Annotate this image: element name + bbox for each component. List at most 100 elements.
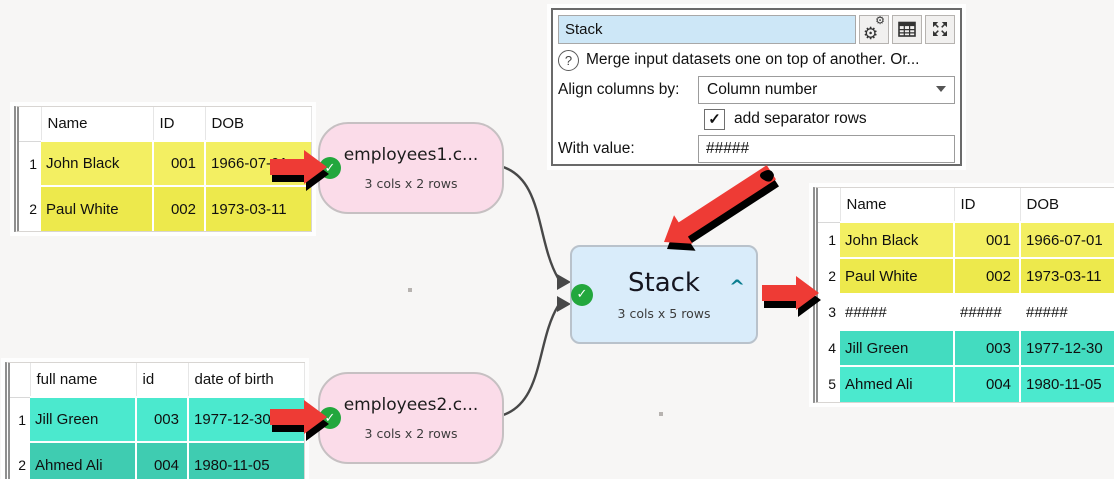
table-row: 2 Paul White 002 1973-03-11 <box>818 257 1114 294</box>
connector-employees1-stack <box>499 164 560 279</box>
dropdown-arrow-icon <box>936 85 946 92</box>
gutter-header <box>10 363 31 398</box>
settings-button[interactable]: ⚙⚙ <box>859 14 889 44</box>
cell[interactable]: 1980-11-05 <box>1020 365 1114 402</box>
check-glyph: ✓ <box>324 410 336 426</box>
red-arrow-output <box>762 276 819 310</box>
column-header[interactable]: DOB <box>1020 188 1114 223</box>
table-row: 2 Paul White 002 1973-03-11 <box>19 185 311 231</box>
cell[interactable]: 002 <box>954 257 1021 294</box>
cell[interactable]: John Black <box>41 140 154 186</box>
row-number[interactable]: 1 <box>10 397 30 442</box>
row-number[interactable]: 2 <box>818 258 840 294</box>
check-glyph: ✓ <box>576 287 588 302</box>
connector-arrowhead-icon <box>557 274 571 290</box>
cell[interactable]: 1973-03-11 <box>205 185 311 231</box>
connector-arrowhead-icon <box>557 296 571 312</box>
gutter-header <box>818 188 841 223</box>
cell[interactable]: 1980-11-05 <box>188 441 304 479</box>
status-ok-icon: ✓ <box>319 407 341 429</box>
red-arrow-panel <box>664 165 776 244</box>
cell[interactable]: 004 <box>136 441 189 479</box>
cell[interactable]: Ahmed Ali <box>840 365 955 402</box>
node-size: 3 cols x 2 rows <box>364 426 458 441</box>
with-value-label: With value: <box>558 139 635 157</box>
stack-settings-panel: ⚙⚙ <box>551 8 962 166</box>
cell[interactable]: John Black <box>840 221 955 258</box>
row-number[interactable]: 4 <box>818 330 840 366</box>
column-header[interactable]: DOB <box>205 107 312 142</box>
node-employees1[interactable]: ✓ employees1.c... 3 cols x 2 rows <box>318 122 504 214</box>
row-number[interactable]: 1 <box>818 222 840 258</box>
cell[interactable]: 1966-07-01 <box>1020 221 1114 258</box>
cell[interactable]: ##### <box>840 293 955 330</box>
node-label: employees2.c... <box>343 395 479 415</box>
column-header[interactable]: ID <box>153 107 206 142</box>
cell[interactable]: Jill Green <box>840 329 955 366</box>
canvas-grid-dot <box>408 288 412 292</box>
cell[interactable]: 002 <box>153 185 206 231</box>
node-stack[interactable]: ✓ Stack 3 cols x 5 rows ^ <box>570 245 758 344</box>
column-header[interactable]: date of birth <box>188 363 305 398</box>
cell[interactable]: ##### <box>954 293 1021 330</box>
row-number[interactable]: 1 <box>19 141 41 186</box>
node-size: 3 cols x 2 rows <box>364 176 458 191</box>
cell[interactable]: 001 <box>153 140 206 186</box>
transform-description: Merge input datasets one on top of anoth… <box>586 51 920 68</box>
column-header[interactable]: Name <box>41 107 154 142</box>
node-label: employees1.c... <box>343 145 479 165</box>
row-number[interactable]: 2 <box>19 186 41 231</box>
cell[interactable]: 1977-12-30 <box>188 396 304 442</box>
table-input2: full name id date of birth 1 Jill Green … <box>5 362 305 479</box>
cell[interactable]: 004 <box>954 365 1021 402</box>
cell[interactable]: 1973-03-11 <box>1020 257 1114 294</box>
table-input1: Name ID DOB 1 John Black 001 1966-07-01 … <box>14 106 312 232</box>
table-row: 1 John Black 001 1966-07-01 <box>19 140 311 186</box>
table-row-separator: 3 ##### ##### ##### <box>818 293 1114 330</box>
cell[interactable]: 1977-12-30 <box>1020 329 1114 366</box>
table-row: 5 Ahmed Ali 004 1980-11-05 <box>818 365 1114 402</box>
cell[interactable]: 1966-07-01 <box>205 140 311 186</box>
expand-button[interactable] <box>925 14 955 44</box>
check-glyph: ✓ <box>708 111 721 128</box>
add-separator-rows-checkbox[interactable]: ✓ <box>704 108 725 130</box>
node-employees2[interactable]: ✓ employees2.c... 3 cols x 2 rows <box>318 372 504 464</box>
column-header[interactable]: Name <box>840 188 955 223</box>
cell[interactable]: 003 <box>954 329 1021 366</box>
node-name-input[interactable] <box>558 14 856 44</box>
table-header-row: Name ID DOB <box>818 188 1114 223</box>
table-icon <box>898 21 916 37</box>
node-size: 3 cols x 5 rows <box>617 306 711 321</box>
column-header[interactable]: ID <box>954 188 1021 223</box>
align-columns-select[interactable]: Column number <box>698 75 955 104</box>
cell[interactable]: 003 <box>136 396 189 442</box>
row-number[interactable]: 2 <box>10 442 30 479</box>
cell[interactable]: Paul White <box>41 185 154 231</box>
align-columns-value: Column number <box>707 80 818 98</box>
cell[interactable]: 001 <box>954 221 1021 258</box>
column-header[interactable]: full name <box>30 363 137 398</box>
table-header-row: full name id date of birth <box>10 363 305 398</box>
connector-employees2-stack <box>499 305 560 418</box>
cell[interactable]: ##### <box>1020 293 1114 330</box>
help-icon[interactable]: ? <box>558 49 579 71</box>
expand-icon <box>933 22 947 36</box>
cell[interactable]: Ahmed Ali <box>30 441 137 479</box>
align-columns-label: Align columns by: <box>558 80 680 98</box>
cell[interactable]: Jill Green <box>30 396 137 442</box>
cell[interactable]: Paul White <box>840 257 955 294</box>
show-table-button[interactable] <box>892 14 922 44</box>
gear-icon: ⚙⚙ <box>863 15 885 43</box>
row-number[interactable]: 5 <box>818 366 840 402</box>
row-number[interactable]: 3 <box>818 294 840 330</box>
status-ok-icon: ✓ <box>571 283 593 306</box>
check-glyph: ✓ <box>324 160 336 176</box>
table-row: 2 Ahmed Ali 004 1980-11-05 <box>10 441 304 479</box>
table-row: 1 Jill Green 003 1977-12-30 <box>10 396 304 442</box>
column-header[interactable]: id <box>136 363 189 398</box>
with-value-input[interactable] <box>698 134 955 163</box>
add-separator-rows-label: add separator rows <box>734 110 867 127</box>
collapse-caret-icon[interactable]: ^ <box>729 276 745 298</box>
table-header-row: Name ID DOB <box>19 107 312 142</box>
